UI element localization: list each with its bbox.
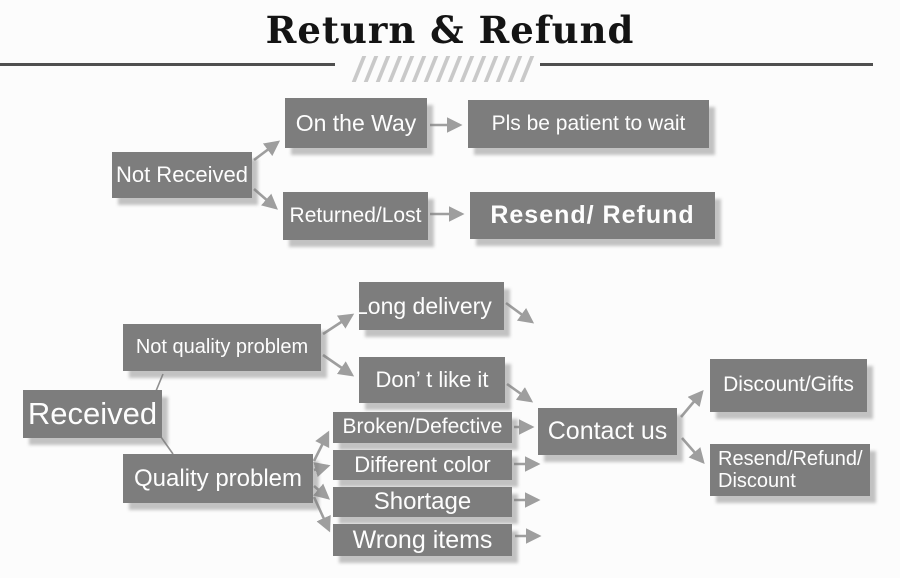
node-shortage: Shortage — [333, 487, 512, 517]
node-resend-refund: Resend/ Refund — [470, 192, 715, 239]
node-discount-gifts: Discount/Gifts — [710, 359, 867, 412]
page-title: Return & Refund — [265, 8, 635, 52]
arrow-long-delivery-out — [505, 301, 535, 324]
arrow-not-quality-to-long-delivery — [322, 313, 355, 336]
title-rule-left — [0, 63, 335, 66]
node-wrong-items: Wrong items — [333, 524, 512, 556]
node-different-color: Different color — [333, 450, 512, 480]
line-received-to-quality — [160, 436, 174, 455]
node-contact-us: Contact us — [538, 408, 677, 455]
node-long-delivery-label: Long delivery — [359, 292, 492, 319]
arrow-not-received-to-on-the-way — [253, 140, 281, 162]
arrow-quality-to-broken-defective — [312, 430, 330, 462]
node-not-quality-problem: Not quality problem — [123, 324, 321, 371]
line-received-to-not-quality — [155, 373, 164, 392]
arrow-quality-to-different-color — [313, 462, 331, 478]
arrow-contact-us-to-discount-gifts — [680, 390, 704, 418]
title-rule-right — [540, 63, 873, 66]
arrow-quality-to-shortage — [313, 483, 330, 500]
node-resend-refund-discount-line2: Discount — [718, 470, 796, 492]
node-on-the-way: On the Way — [285, 98, 427, 148]
arrow-not-received-to-returned-lost — [253, 188, 278, 210]
arrow-contact-us-to-resend-refund-discount — [681, 437, 705, 464]
node-resend-refund-discount-line1: Resend/Refund/ — [718, 447, 863, 470]
node-returned-lost: Returned/Lost — [283, 192, 428, 240]
arrow-quality-to-wrong-items — [312, 496, 331, 533]
node-broken-defective: Broken/Defective — [333, 412, 512, 443]
node-received: Received — [23, 390, 162, 438]
node-resend-refund-discount: Resend/Refund/ Discount — [710, 444, 870, 496]
arrow-dont-like-it-to-contact-us — [506, 382, 534, 403]
node-dont-like-it: Don’ t like it — [359, 357, 505, 403]
node-long-delivery: Long delivery — [359, 282, 504, 330]
node-not-received: Not Received — [112, 152, 252, 198]
arrow-not-quality-to-dont-like-it — [322, 353, 355, 377]
node-pls-be-patient: Pls be patient to wait — [468, 100, 709, 148]
node-quality-problem: Quality problem — [123, 454, 313, 503]
